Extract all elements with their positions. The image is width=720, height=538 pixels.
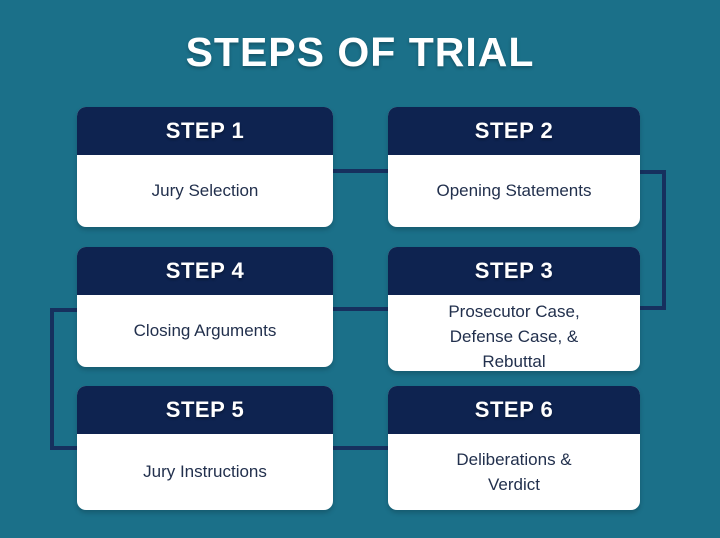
step-card-3-body: Prosecutor Case,Defense Case, &Rebuttal (448, 302, 580, 371)
step-card-1[interactable]: STEP 1 Jury Selection (77, 107, 333, 227)
connector-step4-step5 (50, 308, 84, 450)
step-card-2[interactable]: STEP 2 Opening Statements (388, 107, 640, 227)
step-card-6[interactable]: STEP 6 Deliberations &Verdict (388, 386, 640, 510)
step-card-2-header: STEP 2 (388, 107, 640, 155)
step-card-5-body: Jury Instructions (143, 462, 267, 481)
step-card-1-body: Jury Selection (151, 181, 259, 200)
step-card-4-header: STEP 4 (77, 247, 333, 295)
connector-step2-step3 (634, 170, 666, 310)
page-title: STEPS OF TRIAL (185, 29, 535, 75)
step-card-1-header: STEP 1 (77, 107, 333, 155)
step-card-4-body: Closing Arguments (133, 321, 277, 340)
step-card-3-header: STEP 3 (388, 247, 640, 295)
step-card-2-body: Opening Statements (436, 181, 592, 200)
step-card-6-body: Deliberations &Verdict (456, 450, 572, 494)
step-card-4[interactable]: STEP 4 Closing Arguments (77, 247, 333, 367)
step-card-3[interactable]: STEP 3 Prosecutor Case,Defense Case, &Re… (388, 247, 640, 371)
step-card-5-header: STEP 5 (77, 386, 333, 434)
step-card-6-header: STEP 6 (388, 386, 640, 434)
step-card-5[interactable]: STEP 5 Jury Instructions (77, 386, 333, 510)
